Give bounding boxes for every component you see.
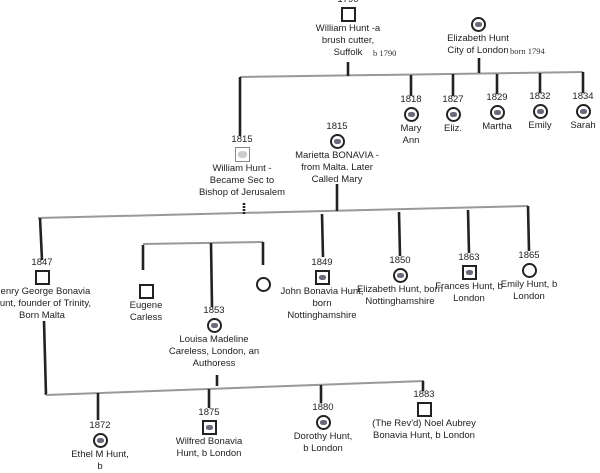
female-circle-photo-icon	[329, 134, 345, 149]
birth-year: 1863	[458, 252, 480, 263]
female-circle-photo-icon	[470, 17, 486, 32]
male-square-photo-icon	[201, 420, 217, 435]
birth-year: 1832	[529, 91, 551, 102]
female-circle-photo-icon	[403, 107, 419, 122]
birth-year	[446, 4, 510, 16]
person-label: Elizabeth Hunt City of London	[447, 33, 509, 56]
male-square-icon	[138, 284, 154, 299]
elizabeth-birth-note: born 1794	[510, 46, 545, 56]
male-square-photo-icon	[234, 147, 250, 162]
person-label: William Hunt - Became Sec to Bishop of J…	[198, 163, 286, 198]
person-label: Louisa Madeline Careless, London, an Aut…	[168, 334, 260, 369]
person-label: Dorothy Hunt, b London	[293, 431, 353, 454]
person-elizabeth-sr: Elizabeth Hunt City of London	[446, 4, 510, 57]
birth-year: 1818	[400, 94, 422, 105]
gen2-sibling-line	[37, 205, 529, 219]
person-label: Wilfred Bonavia Hunt, b London	[175, 436, 243, 459]
female-circle-photo-icon	[532, 104, 548, 119]
gen1-sibling-line	[239, 71, 584, 78]
birth-year: 1875	[198, 407, 220, 418]
female-circle-photo-icon	[575, 104, 591, 119]
male-square-photo-icon	[461, 265, 477, 280]
birth-year: 1847	[31, 257, 53, 268]
person-noel: 1883 (The Rev'd) Noel Aubrey Bonavia Hunt…	[369, 389, 479, 442]
female-circle-photo-icon	[489, 105, 505, 120]
person-label: Eugene Carless	[129, 300, 163, 323]
female-circle-photo-icon	[315, 415, 331, 430]
person-label: Marietta BONAVIA - from Malta. Later Cal…	[295, 150, 379, 185]
birth-year: 1853	[203, 305, 225, 316]
person-label: Sarah	[570, 120, 596, 131]
female-circle-icon	[521, 263, 537, 278]
birth-year	[248, 264, 278, 276]
william-birth-note: b 1790	[373, 48, 397, 58]
female-circle-icon	[255, 277, 271, 292]
female-circle-photo-icon	[445, 107, 461, 122]
male-square-photo-icon	[314, 270, 330, 285]
female-circle-photo-icon	[206, 318, 222, 333]
female-circle-photo-icon	[92, 433, 108, 448]
person-label: Emily	[528, 120, 552, 131]
birth-year: 1827	[442, 94, 464, 105]
person-carless-wife	[248, 264, 278, 293]
person-label: William Hunt -a brush cutter, Suffolk	[315, 23, 381, 58]
carless-sibling-line	[142, 241, 264, 245]
person-label: Elizabeth Hunt, born Nottinghamshire	[356, 284, 444, 307]
birth-year: 1849	[311, 257, 333, 268]
person-label: Emily Hunt, b London	[500, 279, 558, 302]
birth-year: 1883	[413, 389, 435, 400]
male-square-icon	[416, 402, 432, 417]
female-circle-photo-icon	[392, 268, 408, 283]
person-label: Ethel M Hunt, b	[71, 449, 129, 472]
person-label: Martha	[482, 121, 512, 132]
birth-year: 1815	[326, 121, 348, 132]
birth-year: 1865	[518, 250, 540, 261]
birth-year: 1880	[312, 402, 334, 413]
male-square-icon	[340, 7, 356, 22]
birth-year: 1834	[572, 91, 594, 102]
male-square-icon	[34, 270, 50, 285]
person-label: Eliz.	[444, 123, 462, 134]
gen3-sibling-line	[45, 380, 425, 396]
person-label: Frances Hunt, b London	[435, 281, 503, 304]
person-label: John Bonavia Hunt, born Nottinghamshire	[280, 286, 364, 321]
birth-year: 1872	[89, 420, 111, 431]
person-label: Mary Ann	[400, 123, 422, 146]
person-eugene: Eugene Carless	[116, 271, 176, 324]
birth-year	[116, 271, 176, 283]
birth-year: 1829	[486, 92, 508, 103]
birth-year: 1790	[308, 0, 388, 6]
person-william-sr: 1790William Hunt -a brush cutter, Suffol…	[308, 0, 388, 59]
person-label: Henry George Bonavia Hunt, founder of Tr…	[0, 286, 92, 321]
person-label: (The Rev'd) Noel Aubrey Bonavia Hunt, b …	[372, 418, 476, 441]
birth-year: 1815	[231, 134, 253, 145]
birth-year: 1850	[389, 255, 411, 266]
